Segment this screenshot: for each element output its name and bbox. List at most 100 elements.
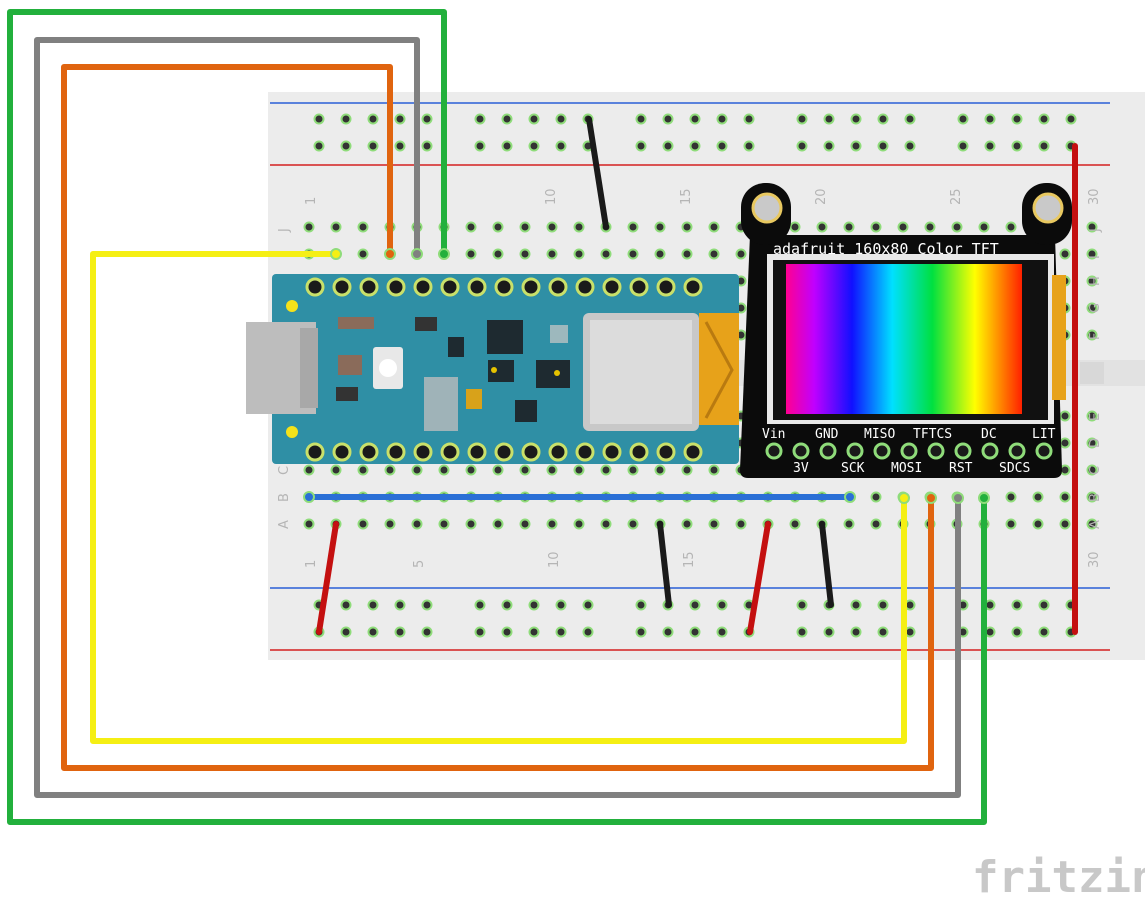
wire-endpoint (952, 492, 964, 504)
breadboard-hole (850, 113, 862, 125)
breadboard-hole (555, 140, 567, 152)
header-pin (440, 277, 460, 297)
breadboard-hole (1032, 491, 1044, 503)
col-label-top: 1 (304, 197, 319, 205)
row-label: G (1088, 303, 1103, 313)
breadboard-hole (340, 599, 352, 611)
breadboard-hole (1065, 113, 1077, 125)
wire-gray (34, 37, 961, 798)
tft-display-module: adafruit 160x80 Color TFT Vin GND MISO T… (740, 183, 1072, 478)
chip (487, 320, 523, 354)
wire-red (316, 521, 339, 635)
display-header-pins (765, 442, 1053, 460)
breadboard-hole (1038, 140, 1050, 152)
wire-endpoints (303, 248, 990, 504)
breadboard-hole (1086, 518, 1098, 530)
row-label: H (1088, 276, 1103, 286)
breadboard-hole (716, 113, 728, 125)
wire-black (657, 521, 672, 608)
breadboard-hole (528, 140, 540, 152)
breadboard-hole (411, 464, 423, 476)
breadboard-hole (843, 221, 855, 233)
pin-label-mosi: MOSI (891, 461, 922, 476)
row-label: B (277, 493, 292, 502)
breadboard-hole (743, 140, 755, 152)
breadboard-hole (689, 140, 701, 152)
col-label-bottom: 1 (304, 560, 319, 568)
wires (7, 9, 1078, 825)
breadboard-hole (465, 464, 477, 476)
breadboard-hole (1005, 518, 1017, 530)
col-label-top: 30 (1087, 188, 1102, 205)
breadboard-hole (313, 140, 325, 152)
breadboard-hole (1038, 626, 1050, 638)
header-pin (332, 277, 352, 297)
pin-label-sck: SCK (841, 461, 865, 476)
wire-endpoint (438, 248, 450, 260)
breadboard-hole (384, 464, 396, 476)
breadboard-hole (984, 140, 996, 152)
board-header-pins (305, 277, 703, 462)
breadboard-hole (877, 626, 889, 638)
breadboard-hole (816, 221, 828, 233)
breadboard-hole (627, 464, 639, 476)
breadboard-hole (654, 248, 666, 260)
display-pin (1008, 442, 1026, 460)
breadboard-hole (367, 140, 379, 152)
wire-black (819, 521, 834, 608)
breadboard-hole (789, 518, 801, 530)
breadboard-hole (474, 599, 486, 611)
breadboard-hole (384, 518, 396, 530)
col-label-top: 10 (544, 188, 559, 205)
breadboard-hole (689, 599, 701, 611)
col-label-top: 25 (949, 188, 964, 205)
breadboard-hole (1038, 599, 1050, 611)
breadboard-hole (519, 248, 531, 260)
header-pin (413, 442, 433, 462)
breadboard-hole (716, 140, 728, 152)
breadboard-hole (843, 518, 855, 530)
breadboard-hole (850, 599, 862, 611)
breadboard-hole (1011, 113, 1023, 125)
pin-label-sdcs: SDCS (999, 461, 1030, 476)
row-label: C (1088, 466, 1103, 475)
wire-red (747, 521, 771, 635)
breadboard-hole (708, 518, 720, 530)
display-pin-labels-top: Vin GND MISO TFTCS DC LIT (762, 427, 1056, 442)
breadboard-hole (1059, 410, 1071, 422)
row-label: I (1088, 255, 1103, 259)
breadboard-hole (1011, 140, 1023, 152)
breadboard-hole (1086, 491, 1098, 503)
header-pin (494, 277, 514, 297)
breadboard-hole (654, 221, 666, 233)
breadboard-hole (796, 626, 808, 638)
reset-button-cap (379, 359, 397, 377)
header-pin (683, 277, 703, 297)
breadboard-hole (546, 518, 558, 530)
breadboard-hole (492, 464, 504, 476)
breadboard-hole (877, 140, 889, 152)
breadboard-hole (796, 599, 808, 611)
header-pin (683, 442, 703, 462)
breadboard-hole (465, 248, 477, 260)
breadboard-hole (555, 599, 567, 611)
header-pin (656, 277, 676, 297)
breadboard-hole (411, 518, 423, 530)
breadboard-hole (492, 248, 504, 260)
breadboard-hole (546, 464, 558, 476)
header-pin (494, 442, 514, 462)
display-title: adafruit 160x80 Color TFT (773, 240, 999, 258)
breadboard-hole (421, 140, 433, 152)
breadboard-hole (303, 518, 315, 530)
breadboard-hole (681, 464, 693, 476)
screen-rainbow (786, 264, 1022, 414)
breadboard-hole (555, 626, 567, 638)
breadboard-hole (897, 221, 909, 233)
row-label: B (1088, 493, 1103, 502)
breadboard-hole (438, 464, 450, 476)
breadboard-hole (528, 113, 540, 125)
breadboard-hole (330, 221, 342, 233)
row-label: A (1088, 520, 1103, 529)
header-pin (413, 277, 433, 297)
